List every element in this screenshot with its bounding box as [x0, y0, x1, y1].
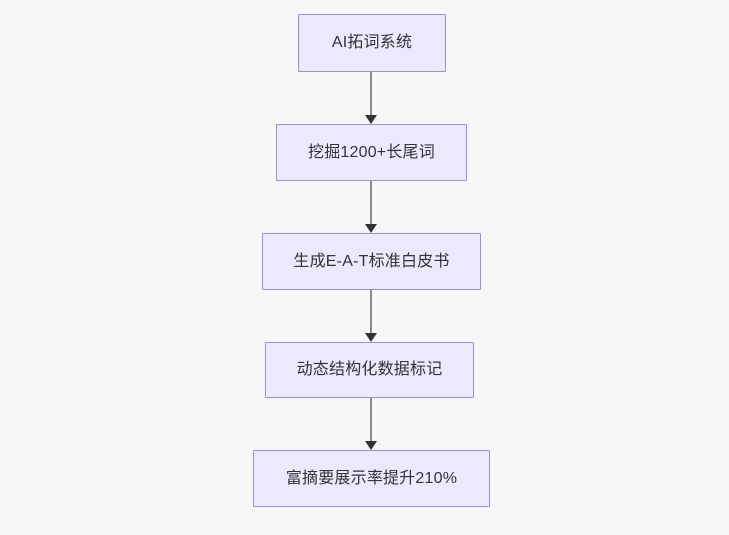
flow-node-rich-snippet-impression-lift[interactable]: 富摘要展示率提升210%: [253, 450, 490, 507]
flow-edge-n4-n5: [365, 398, 377, 450]
flow-edge-arrowhead: [365, 333, 377, 342]
flow-edge-n1-n2: [365, 72, 377, 124]
flow-node-label: 动态结构化数据标记: [296, 361, 443, 379]
flow-node-label: AI拓词系统: [331, 34, 413, 52]
flow-edge-line: [370, 72, 372, 115]
flow-node-label: 生成E-A-T标准白皮书: [293, 252, 450, 270]
flow-node-mine-longtail-keywords[interactable]: 挖掘1200+长尾词: [276, 124, 467, 181]
flow-node-generate-eat-whitepaper[interactable]: 生成E-A-T标准白皮书: [262, 233, 481, 290]
flow-edge-arrowhead: [365, 224, 377, 233]
flow-node-dynamic-structured-data-markup[interactable]: 动态结构化数据标记: [265, 342, 474, 398]
flow-edge-line: [370, 398, 372, 441]
flow-node-label: 富摘要展示率提升210%: [285, 469, 458, 487]
flow-edge-n3-n4: [365, 290, 377, 342]
flow-node-ai-keyword-system[interactable]: AI拓词系统: [298, 14, 446, 72]
flow-edge-line: [370, 290, 372, 333]
flow-node-label: 挖掘1200+长尾词: [308, 143, 435, 161]
flow-edge-arrowhead: [365, 441, 377, 450]
flow-edge-line: [370, 181, 372, 224]
flow-edge-n2-n3: [365, 181, 377, 233]
flow-edge-arrowhead: [365, 115, 377, 124]
